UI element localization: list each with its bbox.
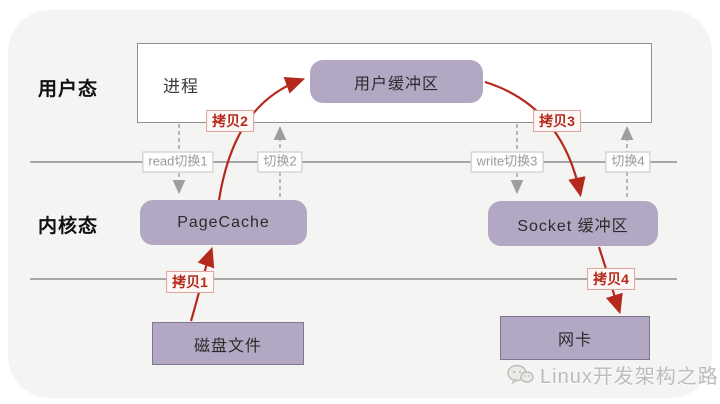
nic-node: 网卡 — [500, 316, 650, 360]
copy2-label: 拷贝2 — [206, 109, 254, 133]
copy1-label: 拷贝1 — [166, 270, 214, 294]
copy4-label: 拷贝4 — [587, 267, 635, 291]
disk-file-node: 磁盘文件 — [152, 322, 304, 365]
switch3-label: write切换3 — [470, 151, 544, 173]
socket-buffer-node: Socket 缓冲区 — [488, 201, 658, 246]
switch2-label: 切换2 — [257, 151, 303, 173]
wechat-icon — [506, 363, 534, 387]
kernel-mode-label: 内核态 — [38, 216, 99, 237]
user-buffer-node: 用户缓冲区 — [310, 60, 483, 103]
watermark-text: Linux开发架构之路 — [540, 366, 719, 388]
switch4-label: 切换4 — [605, 151, 651, 173]
page-cache-node: PageCache — [140, 200, 307, 245]
watermark: Linux开发架构之路 — [506, 360, 719, 389]
user-mode-label: 用户态 — [38, 79, 99, 100]
copy3-label: 拷贝3 — [533, 109, 581, 133]
process-node: 进程 — [163, 77, 199, 96]
switch1-label: read切换1 — [142, 151, 214, 173]
